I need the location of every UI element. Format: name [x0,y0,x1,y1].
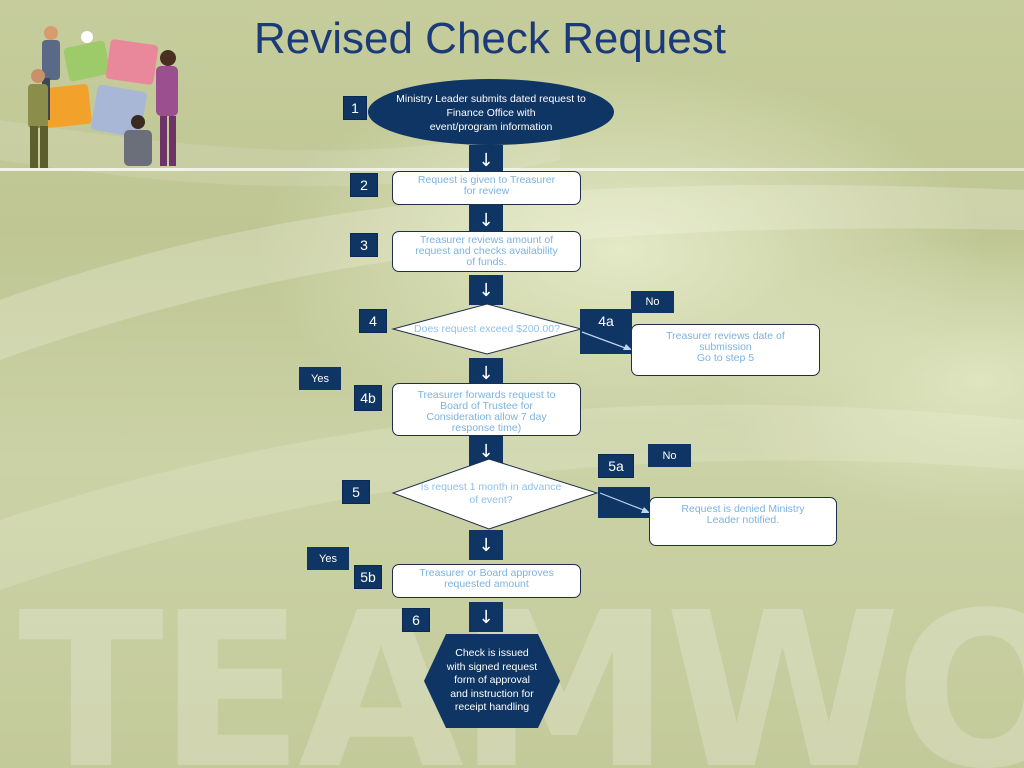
step-5a-number: 5a [598,454,634,478]
step-5b-number: 5b [354,565,382,589]
down-arrow-7: ↓ [469,602,503,632]
step-4-text: Does request exceed $200.00? [414,323,560,335]
step-5b-yes-tag: Yes [307,547,349,570]
step-3-number: 3 [350,233,378,257]
step-5-text: Is request 1 month in advance of event? [420,481,562,506]
step-4b-box: Treasurer forwards request to Board of T… [392,383,581,436]
step-4a-number: 4a [588,311,624,331]
step-4a-no-tag: No [631,291,674,313]
step-1-text: Ministry Leader submits dated request to… [396,93,586,133]
step-3-box: Treasurer reviews amount of request and … [392,231,581,272]
step-4a-box: Treasurer reviews date of submission Go … [631,324,820,376]
step-1-number: 1 [343,96,367,120]
step-6-number: 6 [402,608,430,632]
step-4b-number: 4b [354,385,382,411]
step-5a-no-tag: No [648,444,691,467]
step-6-octagon [424,634,560,728]
step-2-box: Request is given to Treasurer for review [392,171,581,205]
step-5a-box: Request is denied Ministry Leader notifi… [649,497,837,546]
step-4-diamond [391,303,583,355]
step-6-text: Check is issued with signed request form… [446,647,538,713]
down-arrow-3: ↓ [469,275,503,305]
step-5a-connector [598,487,650,518]
step-5b-box: Treasurer or Board approves requested am… [392,564,581,598]
down-arrow-6: ↓ [469,530,503,560]
slide-title: Revised Check Request [253,14,726,63]
down-arrow-2: ↓ [469,205,503,235]
down-arrow-1: ↓ [469,145,503,175]
step-1-oval [368,79,614,145]
step-2-number: 2 [350,173,378,197]
header-divider [0,168,1024,171]
step-4-number: 4 [359,309,387,333]
teamwork-puzzle-clipart [28,26,178,168]
step-5-diamond [391,458,599,530]
step-5-number: 5 [342,480,370,504]
step-4b-yes-tag: Yes [299,367,341,390]
